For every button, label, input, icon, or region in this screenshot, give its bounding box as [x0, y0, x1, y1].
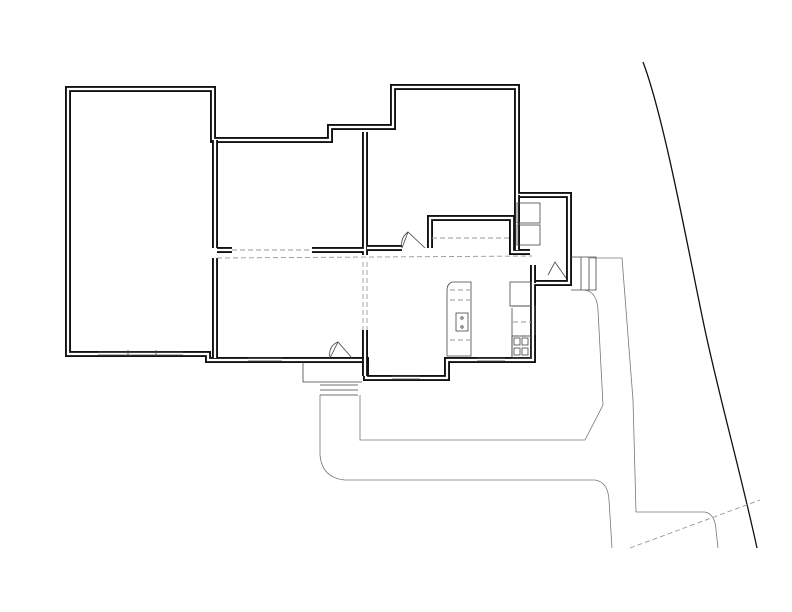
- property-boundary-line: [642, 61, 758, 549]
- exterior-walls: [65, 84, 572, 381]
- site-walkway: [319, 257, 761, 549]
- interior-walls: [212, 132, 536, 376]
- storage-cabinets: [516, 202, 541, 246]
- windows: [98, 305, 536, 380]
- sink-icon: [455, 312, 469, 332]
- kitchen-island: [446, 281, 472, 357]
- ceiling-lines: [216, 237, 533, 330]
- entry-steps: [571, 256, 597, 291]
- stove-icon: [511, 335, 532, 359]
- kitchen-counter: [509, 281, 532, 359]
- doors: [302, 231, 567, 383]
